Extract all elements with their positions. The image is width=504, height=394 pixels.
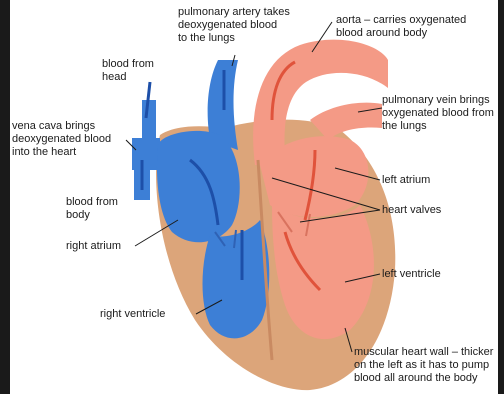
label-line: blood from bbox=[102, 58, 154, 71]
label-line: body bbox=[66, 209, 118, 222]
label-right-ventricle: right ventricle bbox=[100, 308, 165, 321]
label-line: aorta – carries oxygenated bbox=[336, 14, 466, 27]
label-left-atrium: left atrium bbox=[382, 174, 430, 187]
label-blood-from-head: blood from head bbox=[102, 58, 154, 84]
label-line: right atrium bbox=[66, 240, 121, 253]
label-heart-valves: heart valves bbox=[382, 204, 441, 217]
label-blood-from-body: blood from body bbox=[66, 196, 118, 222]
label-line: blood all around the body bbox=[354, 372, 493, 385]
label-pulmonary-vein: pulmonary vein brings oxygenated blood f… bbox=[382, 94, 494, 133]
label-line: the lungs bbox=[382, 120, 494, 133]
label-heart-wall: muscular heart wall – thicker on the lef… bbox=[354, 346, 493, 385]
label-pulmonary-artery: pulmonary artery takes deoxygenated bloo… bbox=[178, 6, 290, 45]
label-line: head bbox=[102, 71, 154, 84]
label-line: to the lungs bbox=[178, 32, 290, 45]
vena-cava-top bbox=[142, 100, 156, 140]
label-line: left ventricle bbox=[382, 268, 441, 281]
label-line: deoxygenated blood bbox=[178, 19, 290, 32]
diagram-frame: pulmonary artery takes deoxygenated bloo… bbox=[10, 0, 498, 394]
label-line: deoxygenated blood bbox=[12, 133, 111, 146]
label-line: into the heart bbox=[12, 146, 111, 159]
label-line: right ventricle bbox=[100, 308, 165, 321]
label-line: oxygenated blood from bbox=[382, 107, 494, 120]
label-left-ventricle: left ventricle bbox=[382, 268, 441, 281]
label-line: vena cava brings bbox=[12, 120, 111, 133]
label-line: left atrium bbox=[382, 174, 430, 187]
label-line: pulmonary artery takes bbox=[178, 6, 290, 19]
label-line: muscular heart wall – thicker bbox=[354, 346, 493, 359]
label-line: on the left as it has to pump bbox=[354, 359, 493, 372]
label-vena-cava: vena cava brings deoxygenated blood into… bbox=[12, 120, 111, 159]
label-line: blood from bbox=[66, 196, 118, 209]
label-line: pulmonary vein brings bbox=[382, 94, 494, 107]
label-line: blood around body bbox=[336, 27, 466, 40]
label-right-atrium: right atrium bbox=[66, 240, 121, 253]
label-aorta: aorta – carries oxygenated blood around … bbox=[336, 14, 466, 40]
label-line: heart valves bbox=[382, 204, 441, 217]
